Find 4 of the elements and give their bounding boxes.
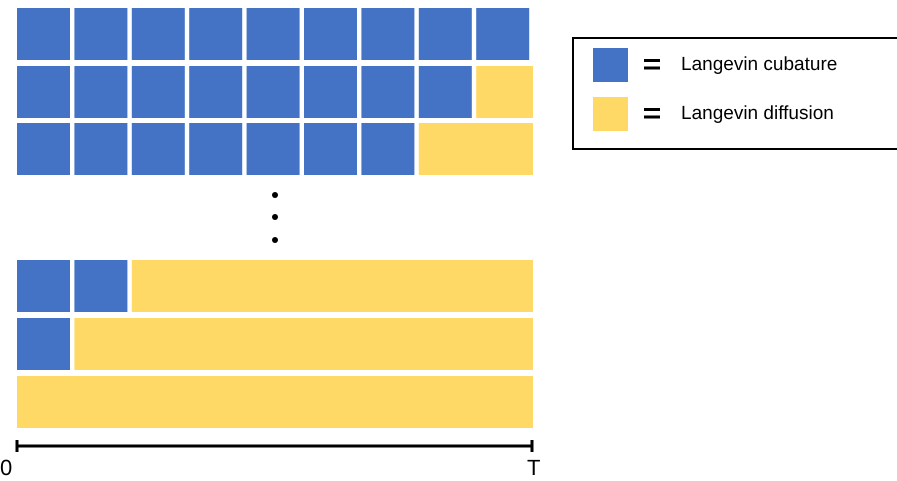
legend-label: Langevin cubature	[681, 54, 838, 76]
axis-label: T	[527, 456, 540, 480]
axis-label: 0	[0, 456, 12, 480]
legend-label: Langevin diffusion	[681, 103, 834, 125]
